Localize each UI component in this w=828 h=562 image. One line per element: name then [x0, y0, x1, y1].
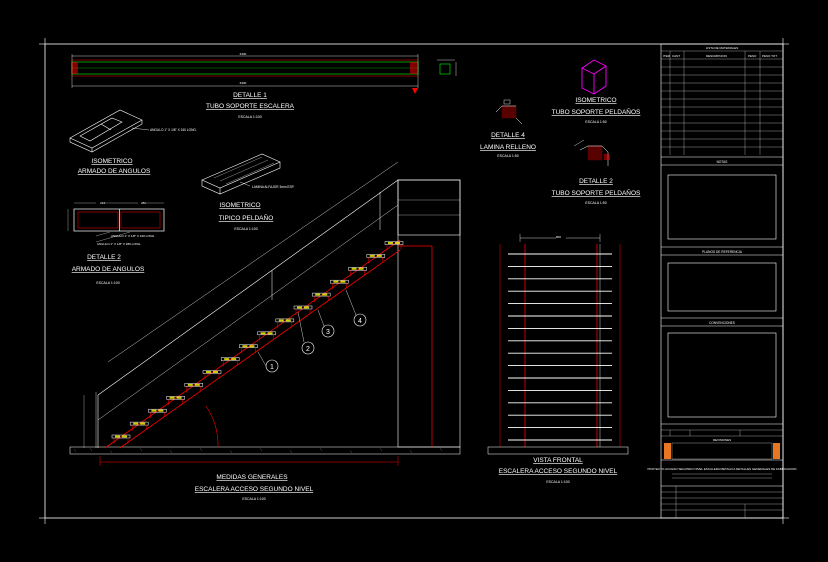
- iso-tipico-leader: [239, 181, 251, 187]
- stair-step: [311, 292, 331, 303]
- detalle2a-dim-b: 280: [141, 201, 146, 205]
- materials-col-peso: PESO: [748, 54, 757, 58]
- vista-frontal-drawing: [487, 234, 629, 455]
- callout-2: 2: [297, 311, 315, 355]
- stair-steps: [111, 241, 404, 444]
- vista-scale: ESCALA 1:100: [546, 480, 569, 484]
- stair-step: [366, 254, 386, 264]
- detalle1-tube-drawing: 6400 6400: [71, 52, 457, 94]
- stair-angle-arc: [205, 405, 219, 448]
- stair-step: [166, 396, 185, 406]
- detalle1-title: DETALLE 1: [233, 92, 267, 99]
- medidas-subtitle: ESCALERA ACCESO SEGUNDO NIVEL: [195, 486, 314, 493]
- orange-bar-left: [664, 443, 671, 459]
- svg-text:6400: 6400: [240, 81, 247, 85]
- materials-table: [661, 50, 783, 155]
- detalle4-drawing: [495, 99, 523, 125]
- iso-tipico-title: ISOMETRICO: [219, 202, 260, 209]
- svg-text:6400: 6400: [240, 52, 247, 56]
- iso-tipico-scale: ESCALA 1:100: [234, 227, 257, 231]
- callout-1: 1: [257, 351, 279, 373]
- detalle2a-note2: ANGULO 1" X 1/8" X 280 LONG.: [97, 242, 141, 246]
- stair-step: [129, 421, 149, 432]
- iso-tipico-note: LAMINA ALFAJOR 3mm ESP.: [252, 185, 294, 189]
- detalle2a-dim-a: 240: [100, 201, 105, 205]
- orange-bar-right: [773, 443, 780, 459]
- iso-tubo-scale: ESCALA 1:50: [585, 120, 606, 124]
- detalle2b-scale: ESCALA 1:50: [585, 201, 606, 205]
- conventions-header: CONVENCIONES: [709, 321, 735, 325]
- iso-armado-drawing: [69, 109, 143, 153]
- materials-col-cant: CANT: [672, 54, 680, 58]
- stair-step: [275, 318, 295, 328]
- detalle2b-drawing: [573, 139, 610, 166]
- materials-col-item: ITEM: [663, 54, 671, 58]
- detalle2a-note1: ANGULO 1" X 1/8" X 240 LONG.: [111, 234, 155, 238]
- medidas-title: MEDIDAS GENERALES: [216, 474, 288, 481]
- detalle4-scale: ESCALA 1:50: [497, 154, 518, 158]
- logo-box: [671, 442, 773, 460]
- revisions-label: REVISIONES: [713, 438, 731, 442]
- detalle2a-title: DETALLE 2: [87, 254, 121, 261]
- detalle2a-scale: ESCALA 1:100: [96, 281, 119, 285]
- iso-tubo-subtitle: TUBO SOPORTE PELDAÑOS: [552, 107, 641, 116]
- detalle4-title: DETALLE 4: [491, 132, 525, 139]
- detalle2b-subtitle: TUBO SOPORTE PELDAÑOS: [552, 188, 641, 197]
- project-text: PROYECTO ACCESO SEGUNDO NIVEL ESCALERA M…: [648, 467, 797, 471]
- detalle1-subtitle: TUBO SOPORTE ESCALERA: [206, 103, 295, 110]
- iso-armado-subtitle: ARMADO DE ANGULOS: [78, 168, 151, 175]
- stair-dimension-bottom: [99, 456, 399, 466]
- materials-header: LISTA DE MATERIALES: [706, 46, 739, 50]
- callout-4: 4: [345, 289, 367, 327]
- vista-frontal-dim: 800: [556, 235, 561, 239]
- stair-elevation: [69, 161, 461, 455]
- iso-tubo-title: ISOMETRICO: [575, 97, 616, 104]
- iso-tubo-drawing: [581, 59, 607, 95]
- vista-frontal-treads: [508, 253, 612, 441]
- stair-step: [239, 344, 258, 354]
- stair-step: [257, 331, 276, 341]
- svg-text:4: 4: [358, 318, 362, 325]
- iso-armado-leader: [131, 127, 150, 131]
- detalle2b-title: DETALLE 2: [579, 178, 613, 185]
- vista-subtitle: ESCALERA ACCESO SEGUNDO NIVEL: [499, 468, 618, 475]
- materials-col-pesotot: PESO TOT: [762, 54, 777, 58]
- stair-step: [330, 279, 349, 290]
- title-block: [660, 43, 784, 519]
- iso-tipico-drawing: [201, 153, 281, 195]
- svg-text:3: 3: [326, 329, 330, 336]
- detalle1-scale: ESCALA 1:100: [238, 115, 261, 119]
- iso-armado-note: ANGULO 1" X 1/8" X 240 LONG.: [150, 128, 197, 132]
- stair-step: [111, 434, 131, 444]
- svg-text:2: 2: [306, 346, 310, 353]
- notes-box: [667, 174, 777, 240]
- materials-col-desc: DESCRIPCION: [706, 54, 727, 58]
- references-header: PLANOS DE REFERENCIA: [702, 250, 743, 254]
- revisions-rows: [661, 429, 783, 437]
- medidas-scale: ESCALA 1:100: [242, 497, 265, 501]
- references-box: [667, 262, 777, 312]
- vista-title: VISTA FRONTAL: [533, 457, 583, 464]
- detalle2a-subtitle: ARMADO DE ANGULOS: [72, 266, 145, 273]
- callout-3: 3: [317, 309, 335, 338]
- stair-step: [148, 408, 167, 419]
- stair-step: [384, 241, 404, 251]
- notes-header: NOTAS: [717, 160, 728, 164]
- detalle4-subtitle: LAMINA RELLENO: [480, 144, 536, 151]
- stair-step: [202, 370, 222, 380]
- iso-tipico-subtitle: TIPICO PELDAÑO: [219, 213, 274, 222]
- svg-text:1: 1: [270, 364, 274, 371]
- stair-step: [220, 357, 240, 367]
- stair-step: [293, 305, 313, 315]
- border-ticks: [39, 38, 789, 524]
- stair-step: [348, 267, 367, 277]
- signature-rows: [661, 486, 783, 518]
- stair-step: [184, 383, 204, 393]
- conventions-box: [667, 332, 777, 418]
- iso-armado-title: ISOMETRICO: [91, 158, 132, 165]
- detalle2a-drawing: [67, 200, 165, 243]
